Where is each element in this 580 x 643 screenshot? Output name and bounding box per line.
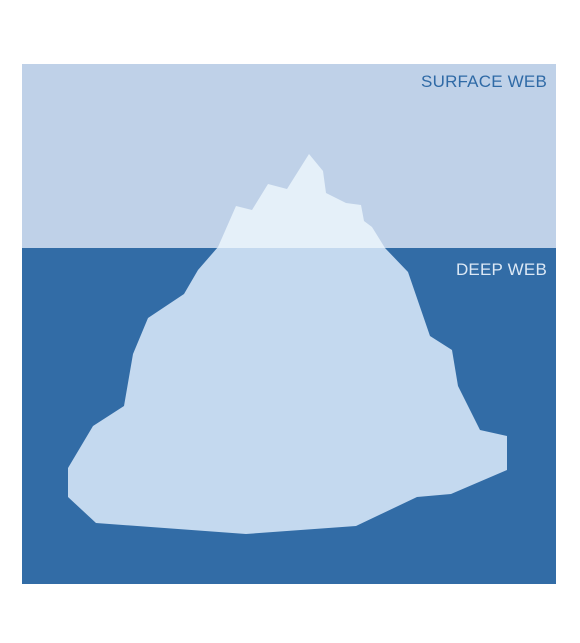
deep-web-label: DEEP WEB (456, 260, 547, 279)
surface-web-label: SURFACE WEB (421, 72, 547, 91)
iceberg-submerged (68, 248, 507, 534)
iceberg-tip (217, 154, 385, 248)
